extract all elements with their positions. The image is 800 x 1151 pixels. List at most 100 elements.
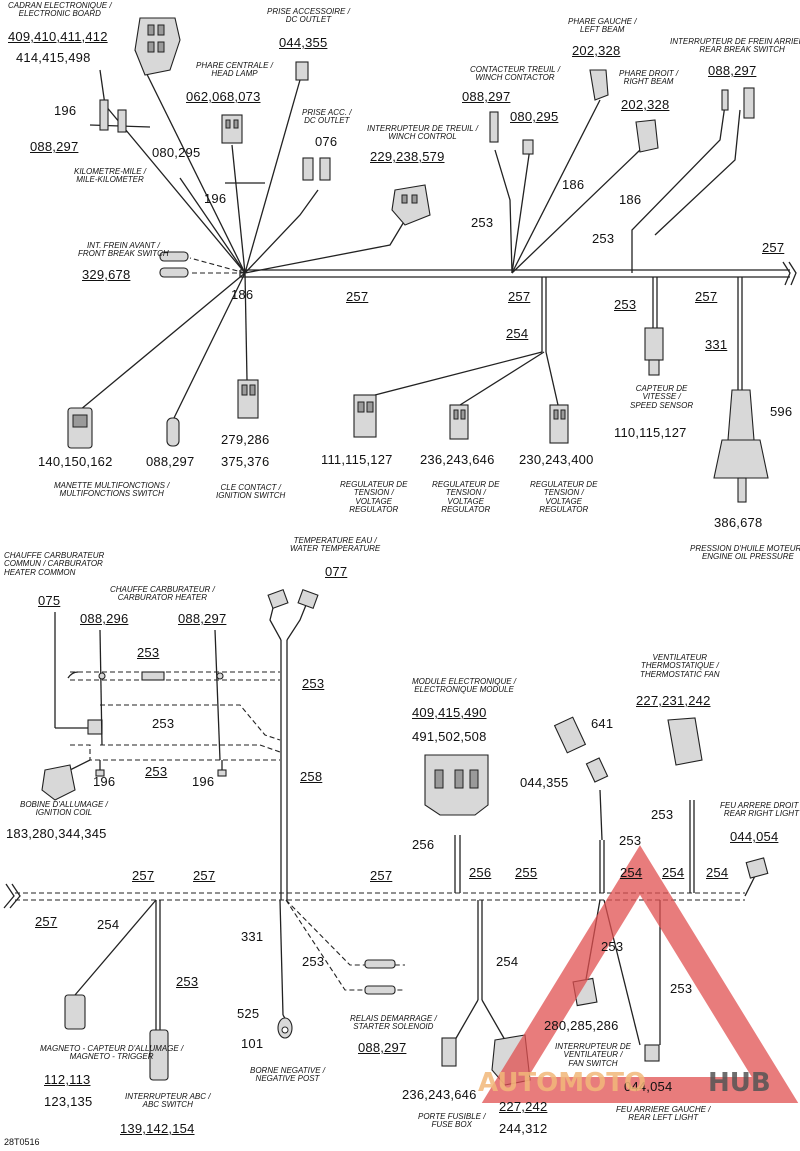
magneto-label: MAGNETO - CAPTEUR D'ALLUMAGE / MAGNETO -… bbox=[40, 1044, 184, 1062]
carb-heater-fr: CHAUFFE CARBURATEUR / bbox=[110, 585, 215, 594]
fuse-box-en: FUSE BOX bbox=[431, 1120, 472, 1130]
electronic-module-fr: MODULE ELECTRONIQUE / bbox=[412, 677, 517, 686]
odometer-en: MILE-KILOMETER bbox=[76, 175, 144, 185]
wire-257-bot-b: 257 bbox=[193, 868, 216, 883]
top-main-trunk bbox=[239, 261, 797, 286]
negative-post-n1: 525 bbox=[237, 1006, 260, 1021]
wire-253-bot-d: 253 bbox=[145, 764, 168, 779]
oil-pressure-fr: PRESSION D'HUILE MOTEUR / bbox=[690, 544, 800, 553]
wire-256-module: 256 bbox=[412, 837, 435, 852]
wire-257-bot-c: 257 bbox=[370, 868, 393, 883]
electronic-board-n1: 409,410,411,412 bbox=[8, 29, 108, 44]
electronic-module-n2: 491,502,508 bbox=[412, 729, 487, 744]
wire-186-hub: 186 bbox=[231, 287, 254, 302]
fan-switch-n3: 280,285,286 bbox=[544, 1018, 619, 1033]
wire-186-top-b: 186 bbox=[562, 177, 585, 192]
wire-253-top-a: 253 bbox=[471, 215, 494, 230]
wire-253-bot-c: 253 bbox=[152, 716, 175, 731]
fan-switch-en2: FAN SWITCH bbox=[568, 1058, 618, 1068]
electronic-module-n1: 409,415,490 bbox=[412, 705, 487, 720]
magneto-n2: 123,135 bbox=[44, 1094, 93, 1109]
regulator2-en1: VOLTAGE bbox=[447, 496, 485, 506]
water-temp-en: WATER TEMPERATURE bbox=[290, 544, 381, 554]
rear-left-light-number: 044,054 bbox=[624, 1079, 673, 1094]
thermo-fan-label: VENTILATEUR THERMOSTATIQUE / THERMOSTATI… bbox=[640, 653, 720, 679]
ignition-switch-en: IGNITION SWITCH bbox=[216, 491, 286, 501]
ignition-coil-en: IGNITION COIL bbox=[35, 808, 93, 818]
wire-331-top: 331 bbox=[705, 337, 728, 352]
multifunction-switch-en: MULTIFONCTIONS SWITCH bbox=[59, 489, 164, 499]
water-temp-number: 077 bbox=[325, 564, 348, 579]
wire-186-top-c: 186 bbox=[619, 192, 642, 207]
wire-331-bot: 331 bbox=[241, 929, 264, 944]
starter-solenoid-number: 088,297 bbox=[358, 1040, 407, 1055]
carb-heater-common-en: HEATER COMMON bbox=[4, 567, 76, 577]
regulator2-number: 236,243,646 bbox=[420, 452, 495, 467]
regulator3-en2: REGULATOR bbox=[539, 505, 589, 515]
dc-outlet-acc-fr: PRISE ACC. / bbox=[302, 108, 352, 117]
wire-253-bot-f: 253 bbox=[651, 807, 674, 822]
wire-256-bot: 256 bbox=[469, 865, 492, 880]
fan-switch-n1: 227,242 bbox=[499, 1099, 548, 1114]
top-components bbox=[67, 17, 769, 503]
winch-control-en: WINCH CONTROL bbox=[388, 132, 457, 142]
abc-switch-label: INTERRUPTEUR ABC / ABC SWITCH bbox=[125, 1092, 211, 1110]
regulator1-fr2: TENSION / bbox=[353, 488, 394, 498]
wire-088297-plug: 088,297 bbox=[146, 454, 195, 469]
front-brake-switch-label: INT. FREIN AVANT / FRONT BREAK SWITCH bbox=[78, 241, 169, 259]
ignition-switch-fr: CLE CONTACT / bbox=[220, 483, 281, 492]
wire-196-mid: 196 bbox=[204, 191, 227, 206]
regulator3-label: REGULATEUR DE TENSION / VOLTAGE REGULATO… bbox=[530, 480, 598, 515]
top-right-branches bbox=[374, 99, 743, 406]
bottom-upper-loop bbox=[54, 612, 281, 777]
water-temp-fr: TEMPERATURE EAU / bbox=[293, 536, 377, 545]
electronic-board-n2: 414,415,498 bbox=[16, 50, 91, 65]
magneto-en: MAGNETO - TRIGGER bbox=[69, 1052, 154, 1062]
dc-outlet-acc-number: 076 bbox=[315, 134, 338, 149]
fuse-box-fr: PORTE FUSIBLE / bbox=[418, 1112, 486, 1121]
magneto-n1: 112,113 bbox=[44, 1072, 91, 1087]
wire-254-bot-e: 254 bbox=[496, 954, 519, 969]
winch-control-fr: INTERRUPTEUR DE TREUIL / bbox=[367, 124, 478, 133]
abc-switch-en: ABC SWITCH bbox=[142, 1100, 193, 1110]
electronic-board-fr: CADRAN ELECTRONIQUE / bbox=[8, 1, 112, 10]
connector-641: 641 bbox=[591, 716, 614, 731]
starter-solenoid-label: RELAIS DEMARRAGE / STARTER SOLENOID bbox=[350, 1014, 437, 1032]
oil-pressure-label: PRESSION D'HUILE MOTEUR / ENGINE OIL PRE… bbox=[690, 544, 800, 562]
dc-outlet-top-number: 044,355 bbox=[279, 35, 328, 50]
water-temp-label: TEMPERATURE EAU / WATER TEMPERATURE bbox=[290, 536, 381, 554]
rear-brake-switch-number: 088,297 bbox=[708, 63, 757, 78]
winch-contactor-en: WINCH CONTACTOR bbox=[475, 73, 555, 83]
negative-post-fr: BORNE NEGATIVE / bbox=[250, 1066, 325, 1075]
regulator3-fr2: TENSION / bbox=[543, 488, 584, 498]
wire-253-top-c: 253 bbox=[614, 297, 637, 312]
winch-contactor-fr: CONTACTEUR TREUIL / bbox=[470, 65, 560, 74]
ignition-switch-n2: 375,376 bbox=[221, 454, 270, 469]
thermo-fan-number: 227,231,242 bbox=[636, 693, 711, 708]
negative-post-label: BORNE NEGATIVE / NEGATIVE POST bbox=[250, 1066, 325, 1084]
magneto-fr: MAGNETO - CAPTEUR D'ALLUMAGE / bbox=[40, 1044, 184, 1053]
carb-heater-common-fr1: CHAUFFE CARBURATEUR bbox=[4, 551, 105, 560]
bottom-components bbox=[41, 716, 769, 1086]
wire-196-bot-a: 196 bbox=[93, 774, 116, 789]
wire-253-bot-j: 253 bbox=[670, 981, 693, 996]
front-brake-switch-number: 329,678 bbox=[82, 267, 131, 282]
right-beam-number: 202,328 bbox=[621, 97, 670, 112]
multifunction-switch-fr: MANETTE MULTIFONCTIONS / bbox=[54, 481, 170, 490]
water-temp-connectors bbox=[267, 588, 319, 610]
regulator2-fr2: TENSION / bbox=[445, 488, 486, 498]
regulator2-label: REGULATEUR DE TENSION / VOLTAGE REGULATO… bbox=[432, 480, 499, 515]
head-lamp-en: HEAD LAMP bbox=[211, 69, 258, 79]
head-lamp-fr: PHARE CENTRALE / bbox=[196, 61, 273, 70]
electronic-module-en: ELECTRONIQUE MODULE bbox=[414, 685, 514, 695]
regulator1-en2: REGULATOR bbox=[349, 505, 399, 515]
fan-switch-en1: VENTILATEUR / bbox=[563, 1050, 623, 1060]
wire-254-bot-d: 254 bbox=[97, 917, 120, 932]
wire-254-bot-c: 254 bbox=[706, 865, 729, 880]
left-beam-label: PHARE GAUCHE / LEFT BEAM bbox=[568, 17, 636, 35]
wire-257-bot-a: 257 bbox=[132, 868, 155, 883]
odometer-fr: KILOMETRE-MILE / bbox=[74, 167, 147, 176]
regulator3-fr1: REGULATEUR DE bbox=[530, 480, 598, 489]
speed-sensor-fr2: VITESSE / bbox=[642, 392, 681, 402]
